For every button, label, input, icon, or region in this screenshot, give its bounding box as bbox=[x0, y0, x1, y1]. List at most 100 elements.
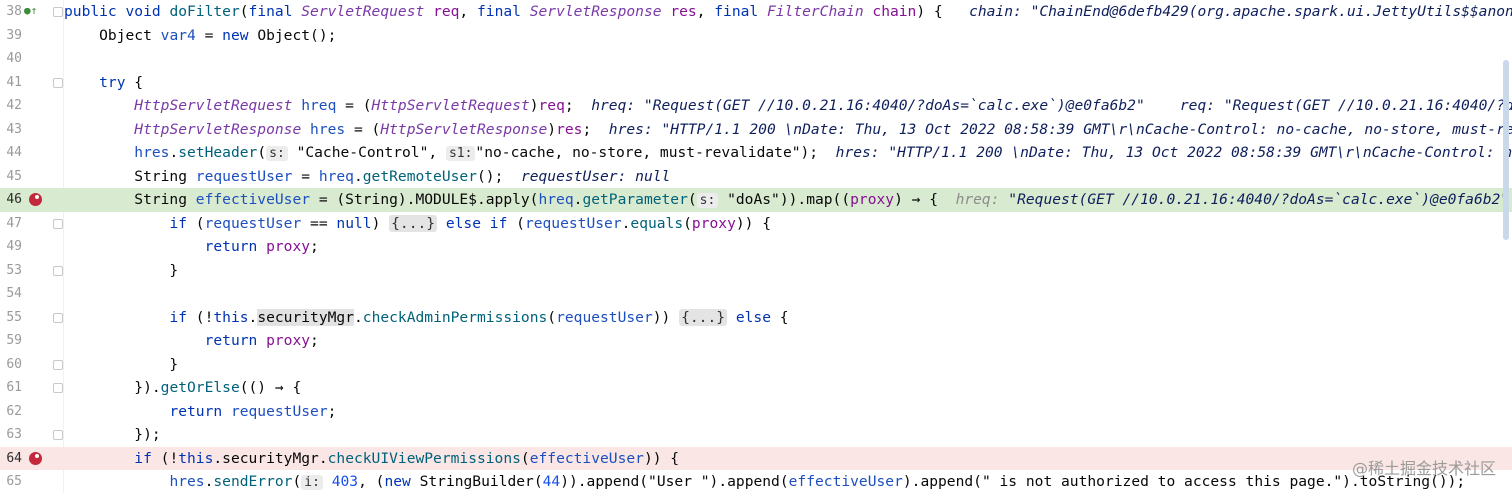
code-line[interactable]: 61 }).getOrElse(() → { bbox=[0, 376, 1512, 400]
code-token: .securityMgr. bbox=[213, 449, 328, 467]
code-token bbox=[64, 238, 205, 255]
code-text[interactable]: try { bbox=[64, 71, 143, 95]
code-token: , bbox=[696, 3, 715, 20]
code-token: (! bbox=[195, 308, 214, 326]
code-token: requestUser bbox=[204, 214, 302, 232]
code-text[interactable]: String effectiveUser = (String).MODULE$.… bbox=[64, 188, 1509, 213]
code-token: requestUser bbox=[230, 402, 328, 420]
vertical-scrollbar-thumb[interactable] bbox=[1503, 60, 1509, 240]
code-token: = bbox=[195, 26, 223, 44]
code-line[interactable]: 41 try { bbox=[0, 71, 1512, 95]
code-text[interactable]: public void doFilter(final ServletReques… bbox=[64, 0, 1512, 24]
code-text[interactable]: String requestUser = hreq.getRemoteUser(… bbox=[64, 165, 670, 189]
code-text[interactable]: return requestUser; bbox=[64, 400, 336, 424]
code-token: hreq bbox=[318, 167, 354, 185]
code-token: 403 bbox=[322, 473, 359, 490]
code-token: HttpServletResponse bbox=[380, 120, 548, 138]
code-line[interactable]: 54 bbox=[0, 282, 1512, 306]
code-line[interactable]: 65 hres.sendError(i: 403, (new StringBui… bbox=[0, 470, 1512, 494]
line-number: 40 bbox=[6, 51, 22, 66]
code-line[interactable]: 53 } bbox=[0, 259, 1512, 283]
code-token: ; bbox=[582, 120, 609, 138]
folded-code[interactable]: {...} bbox=[389, 214, 438, 232]
code-token: String bbox=[64, 191, 196, 208]
code-line[interactable]: 60 } bbox=[0, 353, 1512, 377]
code-line[interactable]: 62 return requestUser; bbox=[0, 400, 1512, 424]
line-number: 49 bbox=[6, 239, 22, 254]
code-line[interactable]: 38●↑public void doFilter(final ServletRe… bbox=[0, 0, 1512, 24]
fold-marker-icon[interactable] bbox=[53, 265, 63, 276]
code-text[interactable]: return proxy; bbox=[64, 235, 319, 259]
code-token: = ( bbox=[345, 120, 381, 138]
code-token: new bbox=[222, 26, 258, 44]
code-text[interactable]: HttpServletRequest hreq = (HttpServletRe… bbox=[64, 94, 1512, 118]
inline-debug-value: chain: bbox=[969, 3, 1031, 20]
code-text[interactable]: }).getOrElse(() → { bbox=[64, 376, 301, 400]
code-token: String bbox=[64, 167, 196, 185]
folded-code[interactable]: {...} bbox=[679, 308, 728, 326]
fold-marker-icon[interactable] bbox=[53, 7, 63, 17]
code-line[interactable]: 42 HttpServletRequest hreq = (HttpServle… bbox=[0, 94, 1512, 118]
fold-marker-icon[interactable] bbox=[53, 430, 63, 440]
code-token: , ( bbox=[358, 473, 385, 490]
code-token: ( bbox=[516, 214, 525, 232]
fold-marker-icon[interactable] bbox=[53, 359, 63, 370]
code-token: ( bbox=[239, 3, 249, 20]
code-token: ServletRequest bbox=[301, 3, 434, 20]
line-number: 64 bbox=[6, 450, 22, 466]
code-token: ( bbox=[292, 473, 302, 490]
code-token: effectiveUser bbox=[529, 449, 644, 467]
code-text[interactable]: if (!this.securityMgr.checkUIViewPermiss… bbox=[64, 447, 679, 471]
code-token: ( bbox=[257, 144, 267, 161]
line-number: 43 bbox=[6, 121, 22, 137]
code-text[interactable]: HttpServletResponse hres = (HttpServletR… bbox=[64, 118, 1512, 142]
code-line[interactable]: 47 if (requestUser == null) {...} else i… bbox=[0, 212, 1512, 236]
code-line[interactable]: 64 if (!this.securityMgr.checkUIViewPerm… bbox=[0, 446, 1512, 471]
code-token: hreq bbox=[538, 191, 574, 208]
code-text[interactable]: return proxy; bbox=[64, 329, 319, 353]
line-number: 45 bbox=[6, 168, 22, 184]
code-line[interactable]: 59 return proxy; bbox=[0, 329, 1512, 353]
code-token: req bbox=[538, 97, 565, 114]
code-text[interactable]: } bbox=[64, 353, 178, 377]
code-token: requestUser bbox=[195, 167, 293, 185]
code-text[interactable]: Object var4 = new Object(); bbox=[64, 24, 336, 48]
code-text[interactable]: hres.sendError(i: 403, (new StringBuilde… bbox=[64, 470, 1465, 495]
code-token: = bbox=[292, 167, 319, 185]
override-icon[interactable]: ●↑ bbox=[24, 4, 38, 17]
breakpoint-icon[interactable] bbox=[29, 193, 42, 206]
code-text[interactable]: if (!this.securityMgr.checkAdminPermissi… bbox=[64, 306, 789, 330]
fold-marker-icon[interactable] bbox=[53, 312, 63, 323]
code-line[interactable]: 44 hres.setHeader(s: "Cache-Control", s1… bbox=[0, 141, 1512, 165]
code-token: ) { bbox=[916, 3, 970, 20]
code-token: { bbox=[779, 308, 789, 326]
code-token: setHeader bbox=[178, 144, 258, 161]
parameter-hint: i: bbox=[301, 475, 323, 490]
inline-debug-value: hres: "HTTP/1.1 200 \nDate: Thu, 13 Oct … bbox=[835, 144, 1512, 161]
code-line[interactable]: 55 if (!this.securityMgr.checkAdminPermi… bbox=[0, 306, 1512, 330]
code-text[interactable]: } bbox=[64, 259, 178, 283]
breakpoint-icon[interactable] bbox=[29, 451, 42, 465]
code-token: doFilter bbox=[169, 3, 240, 20]
code-token: hreq bbox=[301, 97, 337, 114]
code-token: requestUser bbox=[524, 214, 622, 232]
code-line[interactable]: 46 String effectiveUser = (String).MODUL… bbox=[0, 188, 1512, 212]
code-line[interactable]: 45 String requestUser = hreq.getRemoteUs… bbox=[0, 165, 1512, 189]
code-token: StringBuilder( bbox=[419, 473, 543, 490]
code-line[interactable]: 39 Object var4 = new Object(); bbox=[0, 24, 1512, 48]
fold-marker-icon[interactable] bbox=[53, 77, 63, 88]
code-token: = ( bbox=[336, 97, 372, 114]
code-token: ; bbox=[564, 97, 592, 114]
code-line[interactable]: 40 bbox=[0, 47, 1512, 71]
fold-marker-icon[interactable] bbox=[53, 218, 63, 229]
code-text[interactable]: if (requestUser == null) {...} else if (… bbox=[64, 212, 771, 236]
code-line[interactable]: 43 HttpServletResponse hres = (HttpServl… bbox=[0, 118, 1512, 142]
code-token: this bbox=[178, 449, 214, 467]
fold-marker-icon[interactable] bbox=[53, 383, 63, 393]
code-token: } bbox=[64, 355, 179, 373]
code-text[interactable]: hres.setHeader(s: "Cache-Control", s1:"n… bbox=[64, 141, 1512, 166]
code-token: ) bbox=[371, 214, 390, 232]
code-text[interactable]: }); bbox=[64, 423, 160, 447]
code-line[interactable]: 49 return proxy; bbox=[0, 235, 1512, 259]
code-line[interactable]: 63 }); bbox=[0, 423, 1512, 447]
